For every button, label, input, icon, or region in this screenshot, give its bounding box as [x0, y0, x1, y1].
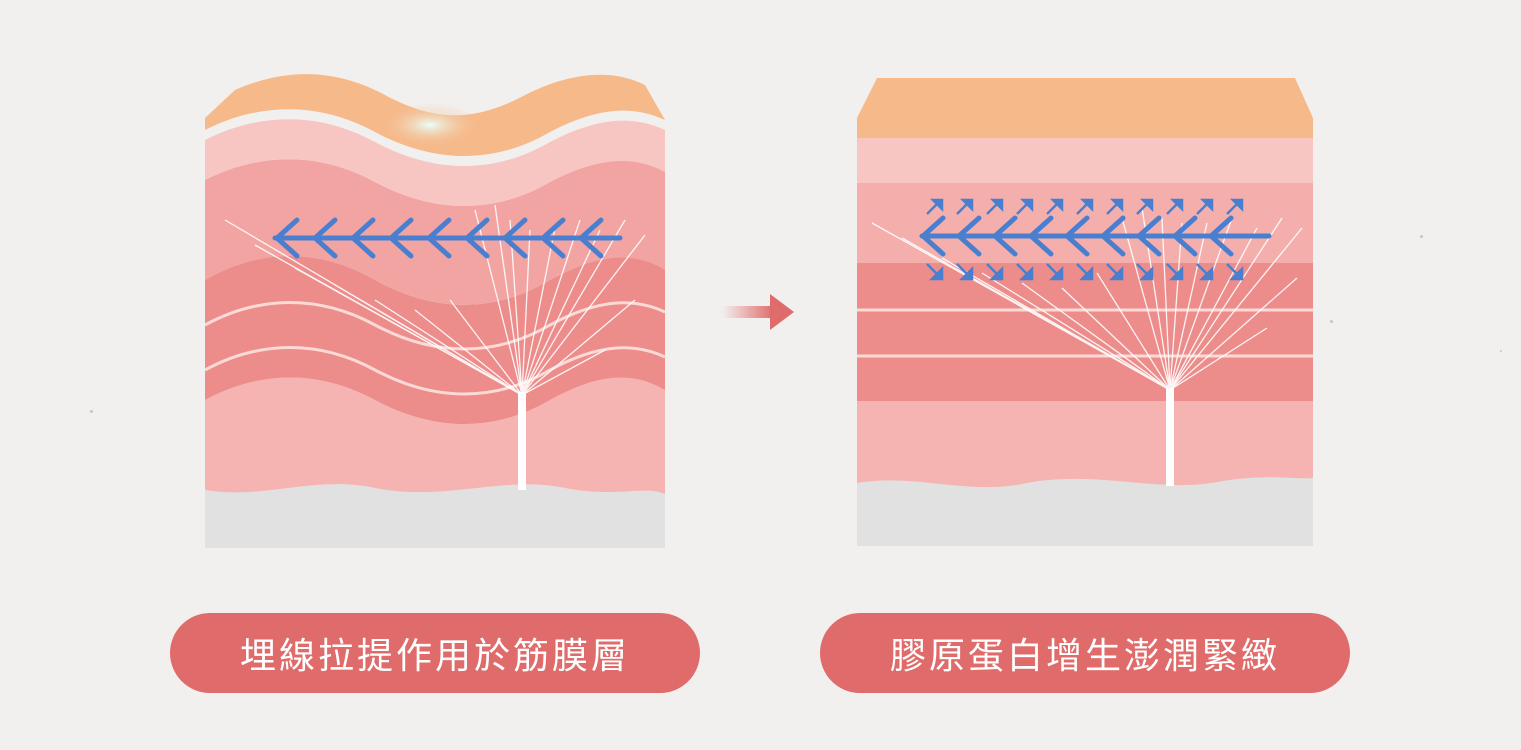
- skin-before-diagram: [205, 74, 665, 548]
- wave-line: [205, 346, 665, 396]
- caption-right: 膠原蛋白增生澎潤緊緻: [820, 613, 1350, 693]
- highlight-glow: [380, 103, 480, 147]
- hair-follicle: [518, 392, 526, 490]
- epidermis-lower-layer: [205, 119, 665, 206]
- skin-after-diagram: [857, 78, 1313, 546]
- texture-speck: [1420, 235, 1423, 238]
- arrow-right-icon: [722, 294, 794, 330]
- diagonal-arrow-icon: [926, 198, 1244, 215]
- fascia-layer: [857, 477, 1313, 546]
- fascia-layer: [205, 484, 665, 548]
- dermis-lower-layer: [205, 377, 665, 494]
- dermis-dark-layer: [857, 263, 1313, 401]
- barbed-thread-icon: [919, 215, 1272, 257]
- wave-line: [205, 301, 665, 351]
- diagonal-arrow-icon: [926, 263, 1244, 281]
- texture-speck: [1330, 320, 1333, 323]
- fiber-fan: [871, 207, 1303, 391]
- dermis-dark-layer: [205, 256, 665, 424]
- epidermis-top-layer: [857, 78, 1313, 138]
- texture-speck: [1500, 350, 1502, 352]
- texture-speck: [90, 410, 93, 413]
- epidermis-lower-layer: [857, 138, 1313, 183]
- hair-follicle: [1166, 388, 1174, 486]
- caption-left: 埋線拉提作用於筋膜層: [170, 613, 700, 693]
- fiber-fan: [224, 204, 646, 396]
- barbed-thread-icon: [272, 217, 623, 259]
